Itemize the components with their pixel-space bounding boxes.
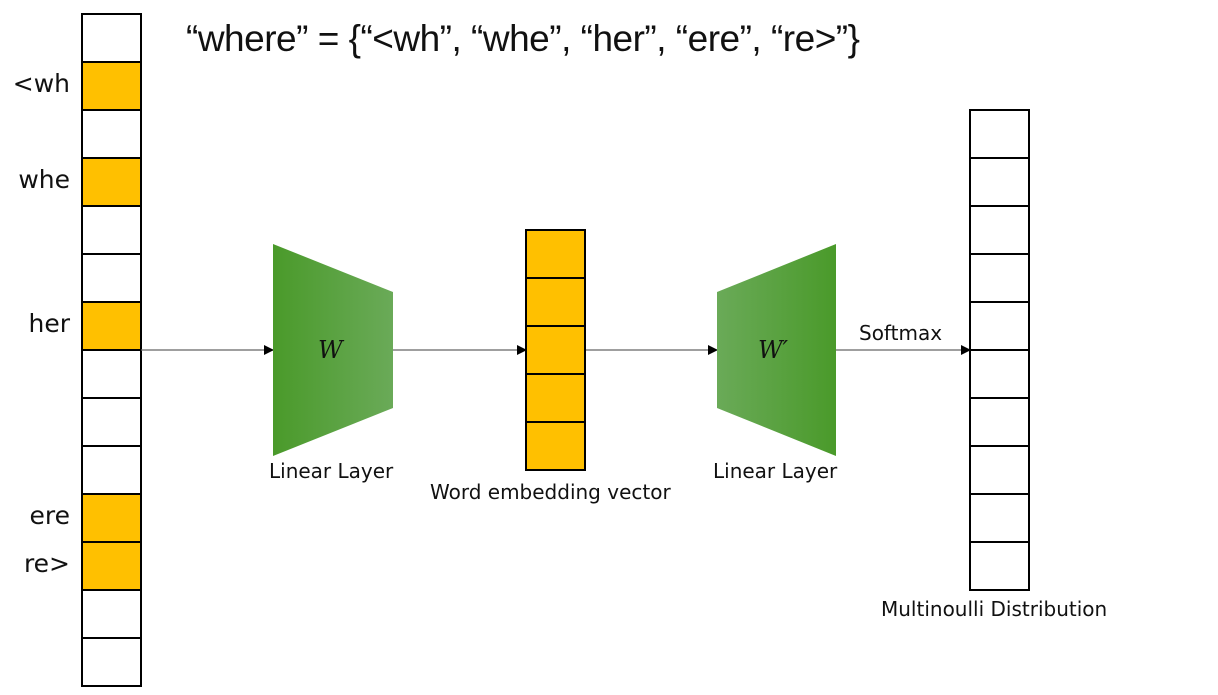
output-cell	[971, 543, 1028, 591]
input-cell	[83, 207, 140, 255]
linear-layer-1	[273, 244, 393, 456]
output-distribution-vector	[969, 109, 1030, 591]
softmax-label: Softmax	[859, 321, 943, 345]
linear-layer-2-caption: Linear Layer	[713, 459, 838, 483]
embedding-cell	[527, 327, 584, 375]
input-cell-label: <wh	[12, 69, 70, 98]
input-cell	[83, 351, 140, 399]
input-cell-label: whe	[18, 165, 70, 194]
input-cell	[83, 591, 140, 639]
input-cell-active	[83, 63, 140, 111]
input-cell	[83, 15, 140, 63]
output-cell	[971, 303, 1028, 351]
linear-layer-1-caption: Linear Layer	[269, 459, 394, 483]
input-cell-label: her	[28, 309, 70, 338]
word-embedding-vector	[525, 229, 586, 471]
weight-symbol-w: W	[318, 336, 343, 364]
output-cell	[971, 351, 1028, 399]
input-cell	[83, 111, 140, 159]
output-cell	[971, 399, 1028, 447]
embedding-caption: Word embedding vector	[430, 480, 671, 504]
embedding-cell	[527, 279, 584, 327]
output-cell	[971, 159, 1028, 207]
output-caption: Multinoulli Distribution	[881, 597, 1108, 621]
linear-layer-2	[717, 244, 836, 456]
input-vector	[81, 13, 142, 687]
input-cell	[83, 399, 140, 447]
output-cell	[971, 111, 1028, 159]
weight-symbol-w-prime: W′	[758, 336, 789, 364]
input-cell-active	[83, 543, 140, 591]
input-cell-active	[83, 159, 140, 207]
embedding-cell	[527, 423, 584, 471]
embedding-cell	[527, 375, 584, 423]
output-cell	[971, 495, 1028, 543]
input-cell	[83, 639, 140, 687]
input-cell-label: ere	[29, 501, 71, 530]
diagram-title: “where” = {“<wh”, “whe”, “her”, “ere”, “…	[186, 18, 860, 59]
output-cell	[971, 207, 1028, 255]
input-cell-active	[83, 303, 140, 351]
input-cell	[83, 447, 140, 495]
input-cell-active	[83, 495, 140, 543]
output-cell	[971, 255, 1028, 303]
output-cell	[971, 447, 1028, 495]
input-cell	[83, 255, 140, 303]
input-cell-label: re>	[23, 549, 70, 578]
embedding-cell	[527, 231, 584, 279]
